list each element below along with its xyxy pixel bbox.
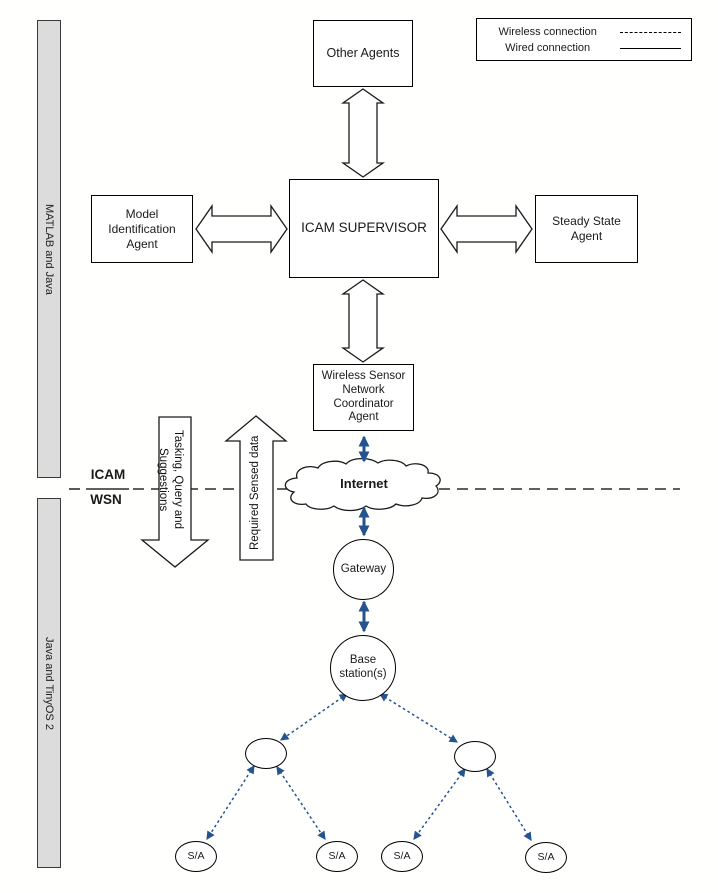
base-station-node: Base station(s) xyxy=(330,635,396,701)
arrow-tasking-down xyxy=(140,416,210,568)
sensor-node-2: S/A xyxy=(316,841,358,872)
layer-bar-java-tinyos: Java and TinyOS 2 xyxy=(37,498,61,868)
wireless-link-relayleft-sa2 xyxy=(276,766,326,840)
arrow-supervisor-steadystate xyxy=(440,203,533,255)
arrow-other-agents-supervisor xyxy=(340,88,386,178)
wireless-link-base-relay-right xyxy=(378,693,459,743)
wireless-link-relayright-sa4 xyxy=(486,767,532,842)
steady-state-agent-label: Steady State Agent xyxy=(552,214,621,243)
relay-node-right xyxy=(454,741,496,772)
legend-row-wired: Wired connection xyxy=(487,40,681,56)
sensor-node-1: S/A xyxy=(175,841,217,872)
layer-bar-matlab-java: MATLAB and Java xyxy=(37,20,61,478)
wireless-link-relayleft-sa1 xyxy=(206,764,255,841)
model-identification-agent-box: Model Identification Agent xyxy=(91,195,193,263)
wsn-coordinator-agent-label: Wireless Sensor Network Coordinator Agen… xyxy=(321,370,406,424)
tasking-query-suggestions-caption: Tasking, Query and Suggestions xyxy=(157,430,184,530)
base-station-label: Base station(s) xyxy=(339,654,387,680)
wireless-link-relayright-sa3 xyxy=(413,768,466,840)
legend-wireless-label: Wireless connection xyxy=(498,26,597,38)
layer-bar-matlab-java-label: MATLAB and Java xyxy=(43,203,55,295)
legend-wireless-line-sample xyxy=(620,31,681,33)
sensor-node-2-label: S/A xyxy=(328,850,346,863)
gateway-node: Gateway xyxy=(333,539,394,600)
arrow-sensed-data-up xyxy=(224,415,288,561)
icam-supervisor-label: ICAM SUPERVISOR xyxy=(301,220,427,236)
legend: Wireless connection Wired connection xyxy=(476,18,692,61)
wireless-link-base-relay-left xyxy=(280,693,348,741)
layer-bar-java-tinyos-label: Java and TinyOS 2 xyxy=(43,636,55,730)
icam-supervisor-box: ICAM SUPERVISOR xyxy=(289,179,439,278)
arrow-modelid-supervisor xyxy=(195,203,288,255)
required-sensed-data-caption: Required Sensed data xyxy=(249,435,261,551)
model-identification-agent-label: Model Identification Agent xyxy=(108,206,176,251)
sensor-node-3: S/A xyxy=(381,841,423,872)
legend-wired-label: Wired connection xyxy=(505,42,591,54)
sensor-node-4: S/A xyxy=(525,842,567,873)
legend-row-wireless: Wireless connection xyxy=(487,24,681,40)
internet-label: Internet xyxy=(340,476,388,491)
wsn-coordinator-agent-box: Wireless Sensor Network Coordinator Agen… xyxy=(313,364,414,431)
gateway-label: Gateway xyxy=(340,562,387,575)
relay-node-left xyxy=(245,738,287,769)
boundary-label-wsn: WSN xyxy=(90,492,122,507)
sensor-node-1-label: S/A xyxy=(187,850,205,863)
internet-cloud xyxy=(284,457,441,512)
sensor-node-3-label: S/A xyxy=(393,850,411,863)
steady-state-agent-box: Steady State Agent xyxy=(535,195,638,263)
sensor-node-4-label: S/A xyxy=(537,851,555,864)
legend-wired-line-sample xyxy=(620,47,681,49)
boundary-label-icam: ICAM xyxy=(90,467,126,482)
arrow-supervisor-wsn-coordinator xyxy=(340,279,386,363)
other-agents-box: Other Agents xyxy=(313,20,413,87)
other-agents-label: Other Agents xyxy=(326,45,400,60)
